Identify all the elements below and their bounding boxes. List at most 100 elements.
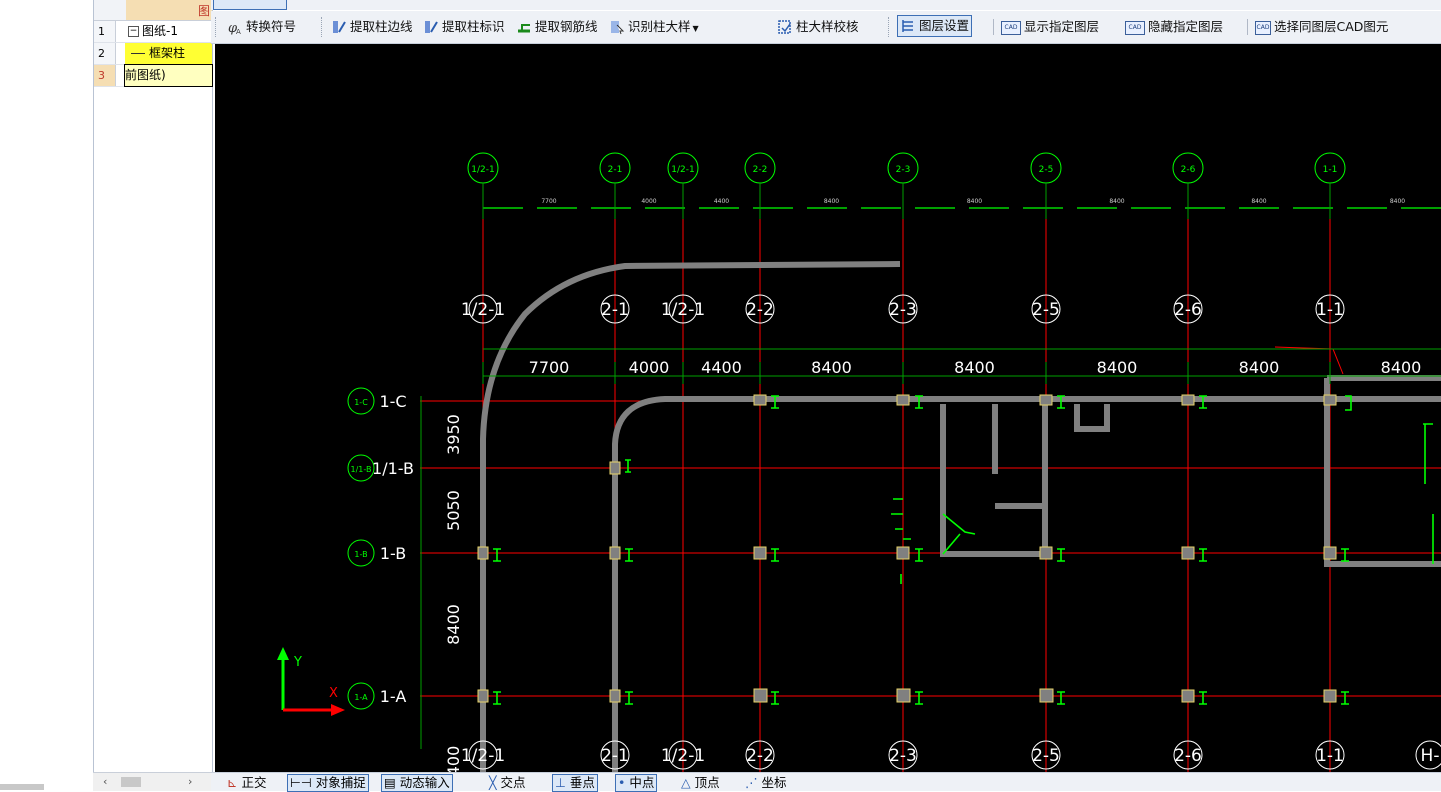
axis-circle[interactable] bbox=[745, 294, 775, 324]
dynamic-input-toggle[interactable]: ▤ 动态输入 bbox=[381, 774, 453, 792]
axis-circle[interactable] bbox=[1415, 740, 1441, 770]
axis-circle[interactable] bbox=[888, 740, 918, 770]
row-label-editor[interactable]: 前图纸) bbox=[124, 64, 213, 87]
perpendicular-snap[interactable]: ⊥ 垂点 bbox=[552, 774, 598, 792]
axis-label: 2-3 bbox=[889, 300, 917, 320]
ortho-toggle[interactable]: ⊾ 正交 bbox=[227, 775, 267, 790]
vertex-icon: △ bbox=[681, 775, 691, 790]
chevron-down-icon[interactable]: ▼ bbox=[692, 24, 699, 33]
row-bubble[interactable] bbox=[347, 539, 375, 567]
list-row[interactable]: 1 − 图纸-1 bbox=[94, 21, 212, 43]
row-bubble[interactable] bbox=[347, 387, 375, 415]
axis-circle[interactable] bbox=[745, 740, 775, 770]
identify-column-detail-button[interactable]: 识别柱大样▼ bbox=[607, 16, 701, 38]
axis-circle[interactable] bbox=[600, 740, 630, 770]
bottom-axis-label: 2-2 bbox=[746, 746, 774, 766]
list-row[interactable]: 2 框架柱 bbox=[94, 43, 212, 65]
axis-label: 2-5 bbox=[1032, 300, 1060, 320]
leader-lines bbox=[1274, 346, 1344, 375]
axis-circle[interactable] bbox=[468, 294, 498, 324]
axis-dim-line bbox=[483, 348, 1441, 377]
svg-text:φ: φ bbox=[228, 21, 238, 35]
top-dimension-label: 4000 bbox=[641, 198, 656, 205]
axis-circle[interactable] bbox=[668, 740, 698, 770]
axis-circle[interactable] bbox=[888, 294, 918, 324]
bottom-axis-label: 1-1 bbox=[1316, 746, 1344, 766]
list-scrollbar[interactable]: ‹ › bbox=[93, 772, 211, 791]
column-detail-check-button[interactable]: 柱大样校核 bbox=[775, 16, 861, 38]
top-dimension-label: 8400 bbox=[1251, 198, 1266, 205]
axis-circle[interactable] bbox=[1173, 294, 1203, 324]
axis-circle[interactable] bbox=[1173, 740, 1203, 770]
ucs-y-arrow bbox=[277, 647, 289, 660]
dimension-label: 8400 bbox=[954, 358, 995, 377]
extract-column-mark-button[interactable]: 提取柱标识 bbox=[421, 16, 507, 38]
list-header-cell bbox=[126, 0, 212, 20]
row-bubble[interactable] bbox=[347, 682, 375, 710]
scroll-left-icon[interactable]: ‹ bbox=[103, 775, 108, 788]
axis-bubble-label: 2-5 bbox=[1039, 165, 1054, 175]
left-dimension-label: 5050 bbox=[444, 490, 463, 531]
axis-lines bbox=[420, 184, 1441, 772]
top-dimension-label: 8400 bbox=[967, 198, 982, 205]
drawing-list-panel: 图 1 − 图纸-1 2 框架柱 3 前图纸) bbox=[93, 0, 213, 772]
extract-column-edge-button[interactable]: 提取柱边线 bbox=[329, 16, 415, 38]
row-label-cell[interactable]: 框架柱 bbox=[125, 43, 212, 64]
top-dimension-label: 8400 bbox=[1390, 198, 1405, 205]
coordinate-icon: ⋰ bbox=[745, 775, 758, 790]
scroll-right-icon[interactable]: › bbox=[188, 775, 193, 788]
row-axis-label: 1-C bbox=[379, 392, 406, 411]
row-bubble-label: 1-B bbox=[354, 550, 367, 559]
axis-bubble-label: 2-3 bbox=[896, 165, 911, 175]
list-row[interactable]: 3 前图纸) bbox=[94, 64, 213, 87]
left-dimension-label: 3950 bbox=[444, 414, 463, 455]
dimension-label: 4400 bbox=[701, 358, 742, 377]
collapse-icon[interactable]: − bbox=[128, 26, 139, 37]
intersection-snap[interactable]: ╳ 交点 bbox=[489, 775, 526, 790]
bottom-axis-label: 1/2-1 bbox=[661, 746, 705, 766]
row-bubble[interactable] bbox=[347, 454, 375, 482]
layer-settings-button[interactable]: 图层设置 bbox=[897, 15, 973, 37]
axis-circle[interactable] bbox=[1315, 740, 1345, 770]
top-dimension-label: 8400 bbox=[824, 198, 839, 205]
toolbar-separator bbox=[993, 19, 994, 35]
left-scrollbar[interactable] bbox=[0, 784, 44, 790]
bottom-axis-label: 2-5 bbox=[1032, 746, 1060, 766]
row-label[interactable]: 图纸-1 bbox=[142, 24, 178, 38]
coordinate-snap[interactable]: ⋰ 坐标 bbox=[745, 775, 787, 790]
axis-label: 2-6 bbox=[1174, 300, 1202, 320]
row-number: 2 bbox=[94, 43, 116, 64]
midpoint-snap[interactable]: • 中点 bbox=[615, 774, 658, 792]
axis-label: 1/2-1 bbox=[661, 300, 705, 320]
row-bubble-label: 1-C bbox=[354, 398, 368, 407]
axis-circle[interactable] bbox=[668, 294, 698, 324]
toolbar-grip bbox=[321, 17, 325, 37]
axis-circle[interactable] bbox=[468, 740, 498, 770]
vertex-snap[interactable]: △ 顶点 bbox=[681, 775, 720, 790]
extract-edge-icon bbox=[331, 19, 347, 35]
scroll-thumb[interactable] bbox=[121, 777, 141, 787]
select-button[interactable] bbox=[213, 0, 287, 10]
axis-circle[interactable] bbox=[600, 294, 630, 324]
ortho-icon: ⊾ bbox=[227, 775, 238, 790]
snap-icon: ⊢⊣ bbox=[290, 775, 312, 790]
axis-circle[interactable] bbox=[1031, 740, 1061, 770]
axis-circle[interactable] bbox=[1315, 294, 1345, 324]
extract-rebar-line-button[interactable]: 提取钢筋线 bbox=[514, 16, 600, 38]
axis-circle[interactable] bbox=[1031, 294, 1061, 324]
dimension-label: 4000 bbox=[629, 358, 670, 377]
row-bubble-label: 1/1-B bbox=[351, 465, 372, 474]
toolbar-grip bbox=[888, 17, 892, 37]
object-snap-toggle[interactable]: ⊢⊣ 对象捕捉 bbox=[287, 774, 369, 792]
bottom-axis-label: 2-6 bbox=[1174, 746, 1202, 766]
